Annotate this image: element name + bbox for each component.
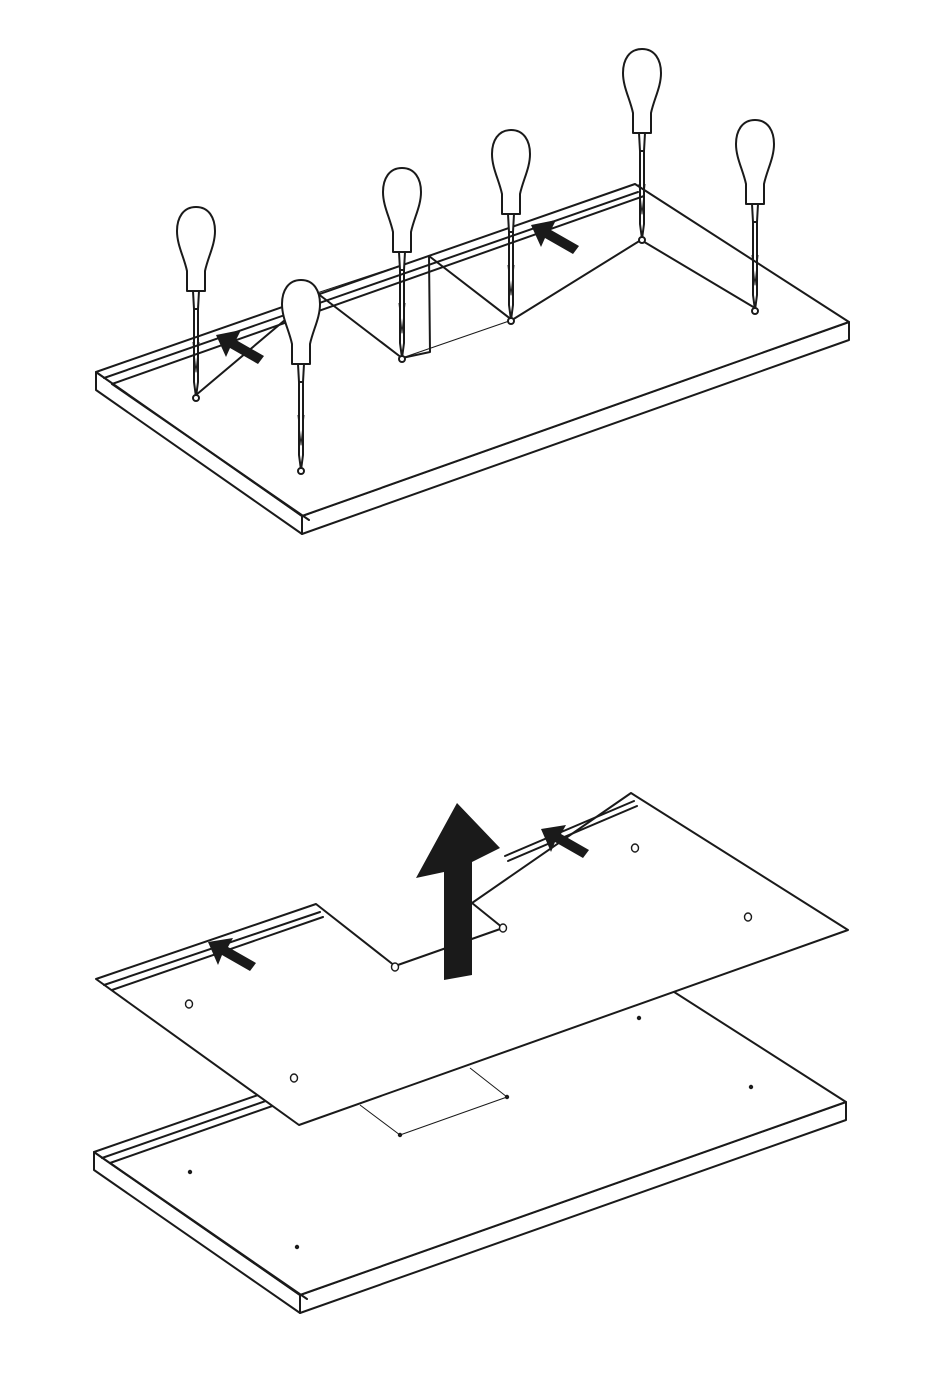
screw-point [188, 1170, 192, 1174]
screw-point [637, 1016, 641, 1020]
step-lift-panel [94, 793, 848, 1313]
panel-hole [632, 844, 639, 852]
panel-hole [745, 913, 752, 921]
screw-point [398, 1133, 402, 1137]
step-unscrew [96, 49, 849, 534]
panel-hole [392, 963, 399, 971]
screw-point [505, 1095, 509, 1099]
panel-hole [186, 1000, 193, 1008]
screw-point [295, 1245, 299, 1249]
screw-point [749, 1085, 753, 1089]
panel-hole [500, 924, 507, 932]
panel-hole [291, 1074, 298, 1082]
